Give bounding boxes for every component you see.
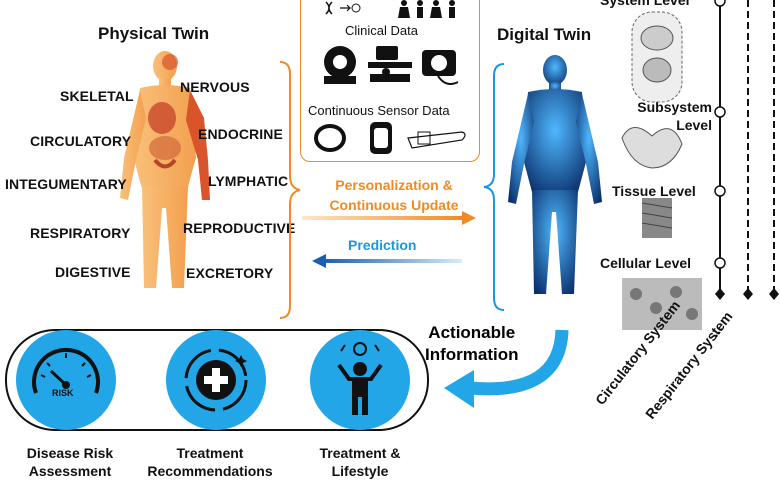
wearable-icons — [314, 122, 466, 154]
actionable-arrow — [444, 329, 569, 408]
subsystem-level-label: Subsystem Level — [637, 99, 712, 133]
system-integumentary: INTEGUMENTARY — [5, 176, 127, 192]
person-idea-icon — [337, 342, 383, 415]
sensor-data-label: Continuous Sensor Data — [308, 103, 450, 118]
system-nervous: NERVOUS — [180, 79, 250, 95]
clinical-device-icons — [324, 46, 459, 85]
data-sources-box — [300, 0, 480, 162]
digital-bracket — [483, 63, 505, 311]
cellular-level-label: Cellular Level — [600, 255, 692, 271]
genetics-icons — [325, 0, 455, 18]
level-axis — [714, 0, 779, 300]
actionable-info-label: Actionable Information — [425, 323, 519, 364]
physical-bracket — [279, 61, 301, 319]
medical-cross-icon — [184, 348, 248, 412]
system-skeletal: SKELETAL — [60, 88, 134, 104]
treatment-circle — [166, 330, 266, 430]
system-level-label: System Level — [600, 0, 690, 8]
update-arrow — [302, 211, 476, 225]
system-circulatory: CIRCULATORY — [30, 133, 132, 149]
clinical-data-label: Clinical Data — [345, 23, 418, 38]
output-label-risk: Disease Risk Assessment — [26, 445, 114, 479]
output-label-lifestyle: Treatment & Lifestyle — [319, 445, 401, 479]
tissue-level-label: Tissue Level — [612, 183, 696, 199]
prediction-label: Prediction — [348, 237, 417, 253]
risk-badge-text: RISK — [52, 388, 74, 398]
digital-body-figure — [508, 55, 602, 294]
physical-twin-title: Physical Twin — [98, 24, 210, 43]
update-arrow-label: Personalization & Continuous Update — [329, 177, 459, 213]
prediction-arrow — [312, 254, 462, 268]
digital-twin-title: Digital Twin — [497, 25, 592, 44]
system-digestive: DIGESTIVE — [55, 264, 131, 280]
lifestyle-circle — [310, 330, 410, 430]
system-respiratory: RESPIRATORY — [30, 225, 131, 241]
system-reproductive: REPRODUCTIVE — [183, 220, 296, 236]
risk-assessment-circle — [16, 330, 116, 430]
system-excretory: EXCRETORY — [186, 265, 274, 281]
system-endocrine: ENDOCRINE — [198, 126, 283, 142]
physical-body-figure — [120, 51, 210, 288]
system-lymphatic: LYMPHATIC — [208, 173, 289, 189]
risk-gauge-icon — [32, 347, 100, 394]
output-label-treatment: Treatment Recommendations — [147, 445, 273, 479]
anatomy-thumbnails — [621, 11, 702, 330]
